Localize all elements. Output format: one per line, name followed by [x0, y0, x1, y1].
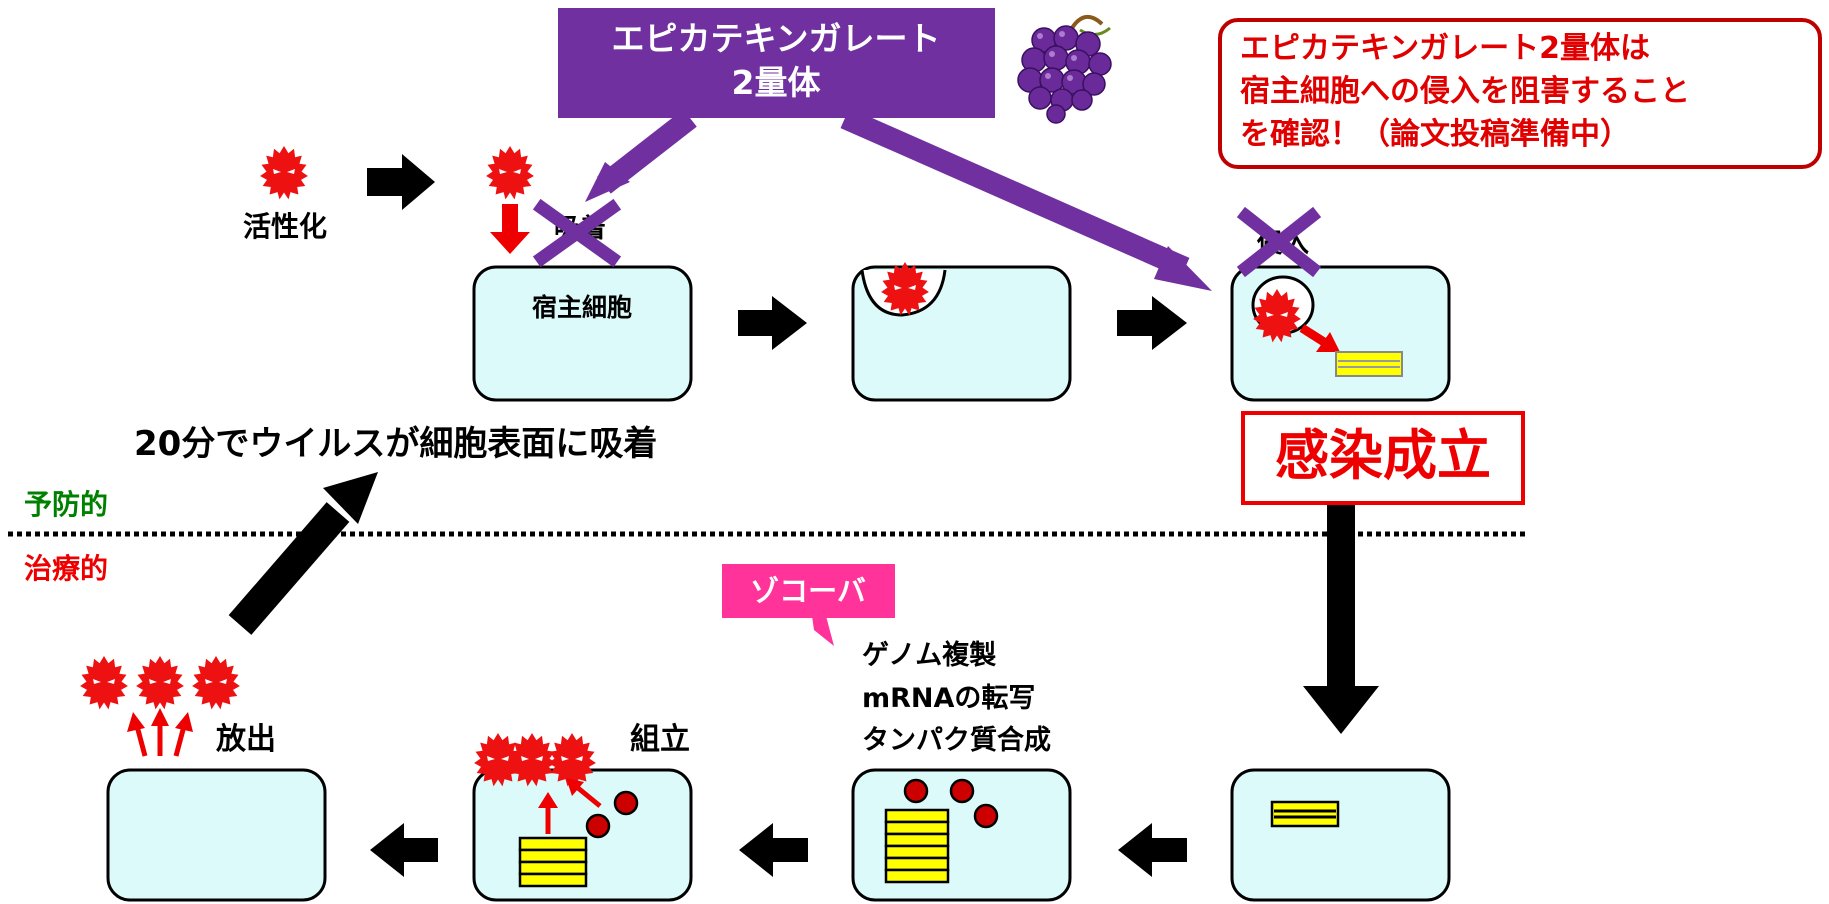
- host-cell-label: 宿主細胞: [532, 293, 632, 322]
- red-release-arrow: [1299, 324, 1340, 352]
- adsorption-time-label: 20分でウイルスが細胞表面に吸着: [134, 424, 657, 464]
- virus-icon-activated: [486, 146, 534, 200]
- arrow-cell5-to-cell6: [739, 823, 808, 877]
- cell-4: [1230, 768, 1451, 902]
- zokoba-label: ゾコーバ: [750, 574, 866, 608]
- arrow-cell4-to-cell5: [1118, 823, 1187, 877]
- arrow-infection-down: [1303, 505, 1379, 734]
- red-down-arrow: [490, 204, 530, 254]
- block-x-adsorption: [532, 198, 622, 268]
- replication-line1: ゲノム複製: [862, 639, 996, 671]
- arrow-cell1-to-cell2: [738, 296, 807, 350]
- arrow-to-activated: [367, 154, 435, 210]
- purple-arrow-to-adsorption: [585, 109, 697, 202]
- block-x-entry: [1236, 206, 1322, 278]
- cell-1: [472, 265, 693, 402]
- activation-label: 活性化: [243, 210, 327, 243]
- genome-stack-cell6: [518, 836, 588, 888]
- callout-line1: エピカテキンガレート2量体は: [1240, 31, 1650, 66]
- genome-stack-cell5: [884, 808, 950, 884]
- zokoba-label-box: ゾコーバ: [722, 564, 895, 646]
- virus-icon-inactive: [260, 146, 308, 200]
- cell-7: [106, 768, 327, 902]
- release-label: 放出: [215, 722, 276, 757]
- released-genome: [1335, 351, 1403, 377]
- result-callout: エピカテキンガレート2量体は 宿主細胞への侵入を阻害すること を確認！（論文投稿…: [1218, 18, 1822, 169]
- virus-icon-released-3: [192, 656, 240, 710]
- red-release-arrows: [127, 708, 193, 757]
- replication-line3: タンパク質合成: [862, 724, 1051, 756]
- egcg-box-line2: 2量体: [732, 63, 821, 102]
- callout-line2: 宿主細胞への侵入を阻害すること: [1240, 74, 1690, 109]
- grape-icon: [1017, 15, 1112, 124]
- arrow-cell6-to-cell7: [370, 823, 438, 877]
- arrow-cell2-to-cell3: [1117, 296, 1187, 350]
- protein-dots-cell5: [903, 778, 999, 829]
- egcg-box-line1: エピカテキンガレート: [611, 19, 940, 58]
- arrow-release-to-adsorption: [228, 472, 378, 635]
- assembly-label: 組立: [630, 722, 690, 757]
- genome-cell4: [1270, 800, 1340, 828]
- preventive-label: 予防的: [24, 488, 108, 521]
- purple-arrow-to-entry: [840, 107, 1212, 291]
- infection-established-label: 感染成立: [1275, 424, 1491, 487]
- virus-icon-released-2: [136, 656, 184, 710]
- virus-icon-released-1: [80, 656, 128, 710]
- callout-line3: を確認！（論文投稿準備中）: [1240, 117, 1630, 152]
- protein-dots-cell6: [585, 790, 639, 839]
- replication-line2: mRNAの転写: [862, 683, 1035, 714]
- infection-established-box: 感染成立: [1241, 411, 1525, 505]
- therapeutic-label: 治療的: [24, 552, 108, 585]
- egcg-dimer-box: エピカテキンガレート 2量体: [558, 8, 995, 118]
- red-arrows-cell6: [538, 778, 602, 834]
